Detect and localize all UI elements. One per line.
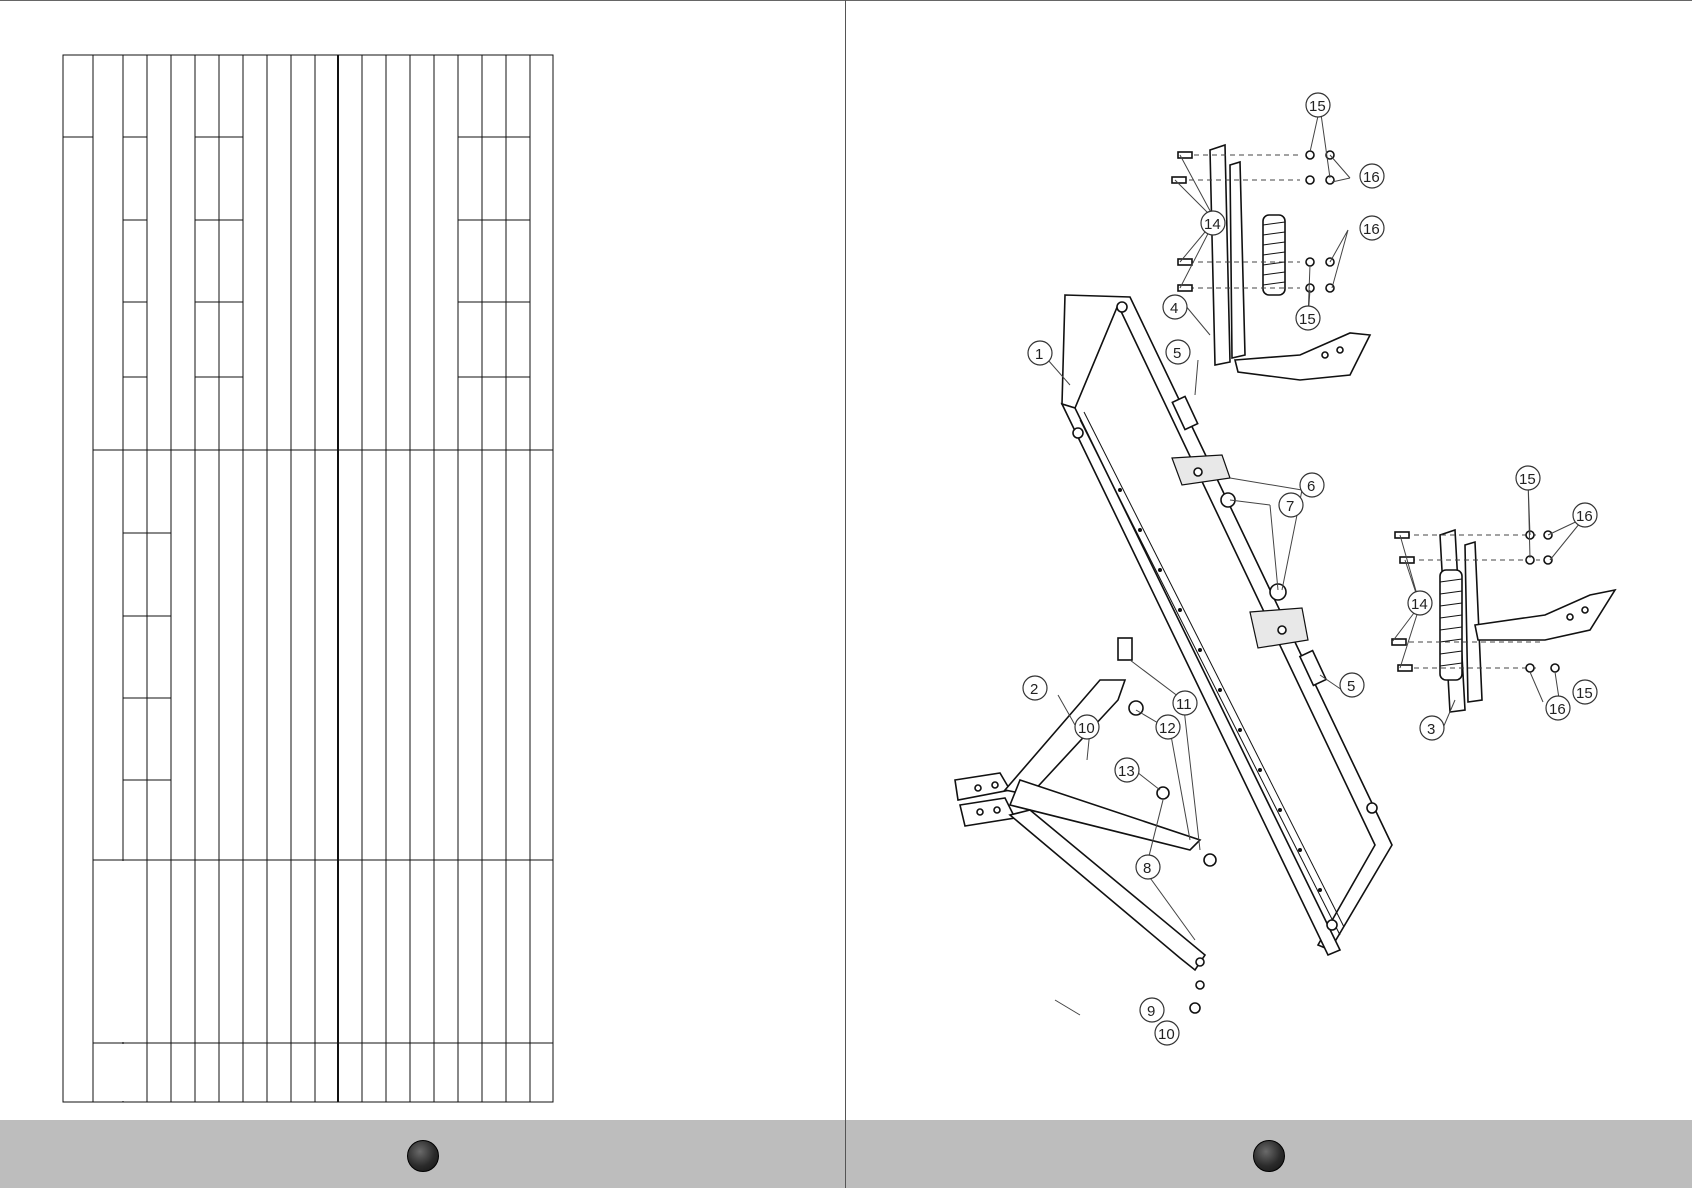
page-marker-icon: [1253, 1140, 1285, 1172]
callout-12: 12: [1155, 714, 1181, 740]
page-top-border: [846, 0, 1692, 1]
callout-3: 3: [1419, 715, 1445, 741]
main-frame: [1060, 294, 1393, 957]
svg-text:16: 16: [1363, 169, 1380, 186]
parts-table-grid: [62, 54, 554, 1103]
callout-4: 4: [1162, 294, 1188, 320]
svg-text:12: 12: [1159, 720, 1176, 737]
callout-9: 9: [1139, 997, 1165, 1023]
callout-16a: 16: [1359, 163, 1385, 189]
page-footer-right: [846, 1120, 1692, 1188]
hitch-a-frame: [954, 637, 1217, 1014]
callout-16d: 16: [1545, 695, 1571, 721]
svg-text:1: 1: [1035, 346, 1043, 363]
svg-text:10: 10: [1078, 720, 1095, 737]
svg-text:3: 3: [1427, 721, 1435, 738]
callout-16b: 16: [1359, 215, 1385, 241]
svg-text:7: 7: [1286, 498, 1294, 515]
tine-assembly-upper: [1171, 143, 1372, 381]
svg-text:2: 2: [1030, 681, 1038, 698]
svg-text:11: 11: [1176, 696, 1192, 713]
svg-text:15: 15: [1576, 685, 1593, 702]
callout-11: 11: [1172, 690, 1198, 716]
right-page: 1 2 3 4 5 5 6 7 8 9 10 10 11 12 13 14 14…: [846, 0, 1692, 1188]
svg-text:13: 13: [1118, 763, 1135, 780]
callout-5b: 5: [1339, 672, 1365, 698]
callout-1: 1: [1027, 340, 1053, 366]
svg-text:10: 10: [1158, 1026, 1175, 1043]
svg-text:15: 15: [1519, 471, 1536, 488]
callout-2: 2: [1022, 675, 1048, 701]
svg-text:15: 15: [1299, 311, 1316, 328]
callout-15b: 15: [1295, 305, 1321, 331]
callout-8: 8: [1135, 854, 1161, 880]
exploded-parts-diagram: 1 2 3 4 5 5 6 7 8 9 10 10 11 12 13 14 14…: [954, 92, 1617, 1046]
page-top-border: [0, 0, 845, 1]
svg-text:15: 15: [1309, 98, 1326, 115]
callout-10a: 10: [1074, 714, 1100, 740]
bearing-plate-upper: [1171, 454, 1236, 508]
callout-14a: 14: [1200, 210, 1226, 236]
table-vertical-rules: [92, 55, 531, 1102]
callout-16c: 16: [1572, 502, 1598, 528]
page-marker-icon: [407, 1140, 439, 1172]
callout-14b: 14: [1407, 590, 1433, 616]
callout-6: 6: [1299, 472, 1325, 498]
callout-5a: 5: [1165, 339, 1191, 365]
callout-10b: 10: [1154, 1020, 1180, 1046]
callout-13: 13: [1114, 757, 1140, 783]
svg-text:9: 9: [1147, 1003, 1155, 1020]
svg-text:14: 14: [1411, 596, 1428, 613]
table-frame: [62, 54, 554, 1103]
svg-text:5: 5: [1173, 345, 1181, 362]
svg-text:16: 16: [1363, 221, 1380, 238]
page-footer-left: [0, 1120, 845, 1188]
left-page: [0, 0, 846, 1188]
tine-assembly-lower: [1391, 528, 1617, 713]
svg-text:16: 16: [1576, 508, 1593, 525]
callout-7: 7: [1278, 492, 1304, 518]
callout-15d: 15: [1572, 679, 1598, 705]
svg-text:5: 5: [1347, 678, 1355, 695]
callout-15c: 15: [1515, 465, 1541, 491]
callout-15a: 15: [1305, 92, 1331, 118]
svg-text:6: 6: [1307, 478, 1315, 495]
svg-text:4: 4: [1170, 300, 1178, 317]
leader-lines: [1047, 106, 1585, 1016]
svg-text:14: 14: [1204, 216, 1221, 233]
svg-text:16: 16: [1549, 701, 1566, 718]
svg-text:8: 8: [1143, 860, 1151, 877]
